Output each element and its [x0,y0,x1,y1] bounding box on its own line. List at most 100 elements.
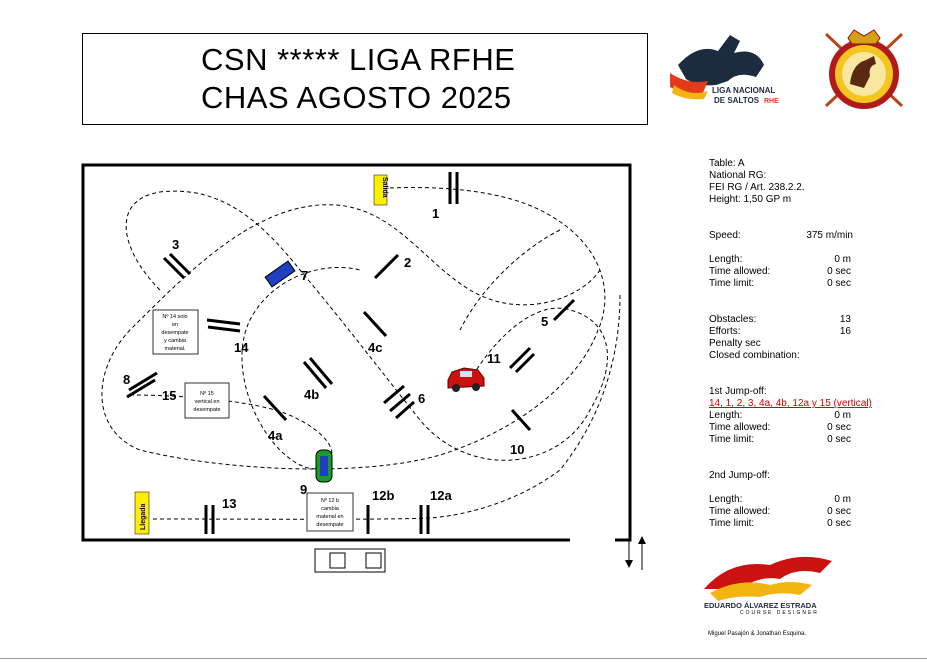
jo1-time-limit-label: Time limit: [709,434,755,445]
obstacle-2 [373,253,400,280]
closed-combination-label: Closed combination: [709,350,800,361]
time-limit-value: 0 sec [827,278,851,289]
jo2-length-value: 0 m [834,494,851,505]
obstacle-1 [448,172,459,204]
designer-role: COURSE DESIGNER [740,610,819,616]
note-14-box [152,309,199,355]
label-7: 7 [301,268,308,283]
jo2-length-label: Length: [709,494,743,505]
label-9: 9 [300,482,307,497]
horse-rider-silhouette [678,35,764,86]
jump-off-1-sequence: 14, 1, 2, 3, 4a, 4b, 12a y 15 (vertical) [709,398,872,409]
penalty-label: Penalty sec [709,338,761,349]
obstacle-4b [302,357,334,389]
obstacle-10 [510,408,532,432]
liga-line2: DE SALTOS [714,96,760,105]
liga-nacional-logo: LIGA NACIONAL DE SALTOS RHE [670,35,779,105]
jo2-time-allowed-value: 0 sec [827,506,851,517]
label-5: 5 [541,314,548,329]
obstacle-4c [362,310,388,338]
obstacle-14 [206,318,241,333]
note-15-box [184,382,230,419]
note-12b-text: Nº 12 b cambia material en desempate [316,497,343,528]
svg-text:material en: material en [316,514,343,520]
svg-text:desempate: desempate [316,522,343,528]
label-4b: 4b [304,387,319,402]
crown-icon [847,29,881,45]
jo1-time-limit-value: 0 sec [827,434,851,445]
car-icon [447,367,485,392]
obstacle-labels: 1 2 3 4a 4b 4c 5 6 7 8 9 10 11 12a 12b 1… [123,206,548,511]
efforts-label: Efforts: [709,326,741,337]
speed-label: Speed: [709,230,741,241]
obstacle-3 [162,252,192,280]
liga-line1: LIGA NACIONAL [712,86,775,95]
jump-off-1-title: 1st Jump-off: [709,386,767,397]
fei-rg: FEI RG / Art. 238.2.2. [709,182,805,193]
jo2-time-limit-value: 0 sec [827,518,851,529]
jo1-length-label: Length: [709,410,743,421]
table-type: Table: A [709,158,745,169]
designer-yellow-swoosh [710,582,812,601]
jo2-time-allowed-label: Time allowed: [709,506,771,517]
svg-text:Nº 15: Nº 15 [200,390,214,397]
obstacle-7-water [264,260,296,288]
jo2-time-limit-label: Time limit: [709,518,755,529]
obstacle-8 [126,371,158,399]
label-12a: 12a [430,488,452,503]
course-designer-logo: EDUARDO ÁLVAREZ ESTRADA [704,556,832,610]
svg-text:desempate: desempate [193,407,220,413]
course-map: Salida Llegada [81,163,646,573]
label-2: 2 [404,255,411,270]
svg-text:desempate: desempate [161,330,188,336]
national-rg: National RG: [709,170,767,181]
obstacle-12a [419,505,430,534]
finish-flag [134,491,150,535]
jump-off-2-title: 2nd Jump-off: [709,470,770,481]
label-4a: 4a [268,428,283,443]
event-title: CSN ***** LIGA RFHE [201,42,516,77]
obstacle-13 [204,505,215,534]
jo1-time-allowed-label: Time allowed: [709,422,771,433]
note-12b-box [306,492,354,532]
obstacle-6 [383,384,415,420]
label-6: 6 [418,391,425,406]
height: Height: 1,50 GP m [709,194,792,205]
obstacle-4a [262,394,288,422]
jo1-time-allowed-value: 0 sec [827,422,851,433]
page-bottom-rule [0,658,927,659]
label-3: 3 [172,237,179,252]
arena-border [81,163,632,542]
obstacles [126,172,576,534]
designer-name: EDUARDO ÁLVAREZ ESTRADA [704,601,817,610]
obstacles-value: 13 [839,314,851,325]
start-label: Salida [381,177,388,198]
obstacle-9-liverpool [315,449,333,483]
time-allowed-label: Time allowed: [709,266,771,277]
designer-assistants: Miguel Pasajón & Jonathan Esquina. [708,631,807,637]
label-11: 11 [487,351,501,366]
speed-value: 375 m/min [806,230,853,241]
note-15-text: Nº 15 vertical en desempate [193,390,220,413]
event-date: CHAS AGOSTO 2025 [201,80,512,115]
obstacle-5 [552,298,576,322]
obstacles-label: Obstacles: [709,314,757,325]
jo1-length-value: 0 m [834,410,851,421]
length-value: 0 m [834,254,851,265]
svg-text:Nº 12 b: Nº 12 b [321,497,339,504]
course-info-panel: Table: A National RG: FEI RG / Art. 238.… [709,158,872,538]
liga-mark: RHE [764,98,779,105]
label-15: 15 [162,388,176,403]
svg-text:Nº 14 solo: Nº 14 solo [162,313,187,320]
label-8: 8 [123,372,130,387]
course-track [101,187,621,520]
svg-text:en: en [172,322,178,328]
note-14-text: Nº 14 solo en desempate y cambia materia… [161,313,188,352]
label-4c: 4c [368,340,382,355]
svg-text:cambia: cambia [321,506,340,512]
obstacle-11 [508,346,536,374]
label-1: 1 [432,206,439,221]
designer-red-swoosh [704,556,832,589]
time-limit-label: Time limit: [709,278,755,289]
label-13: 13 [222,496,236,511]
